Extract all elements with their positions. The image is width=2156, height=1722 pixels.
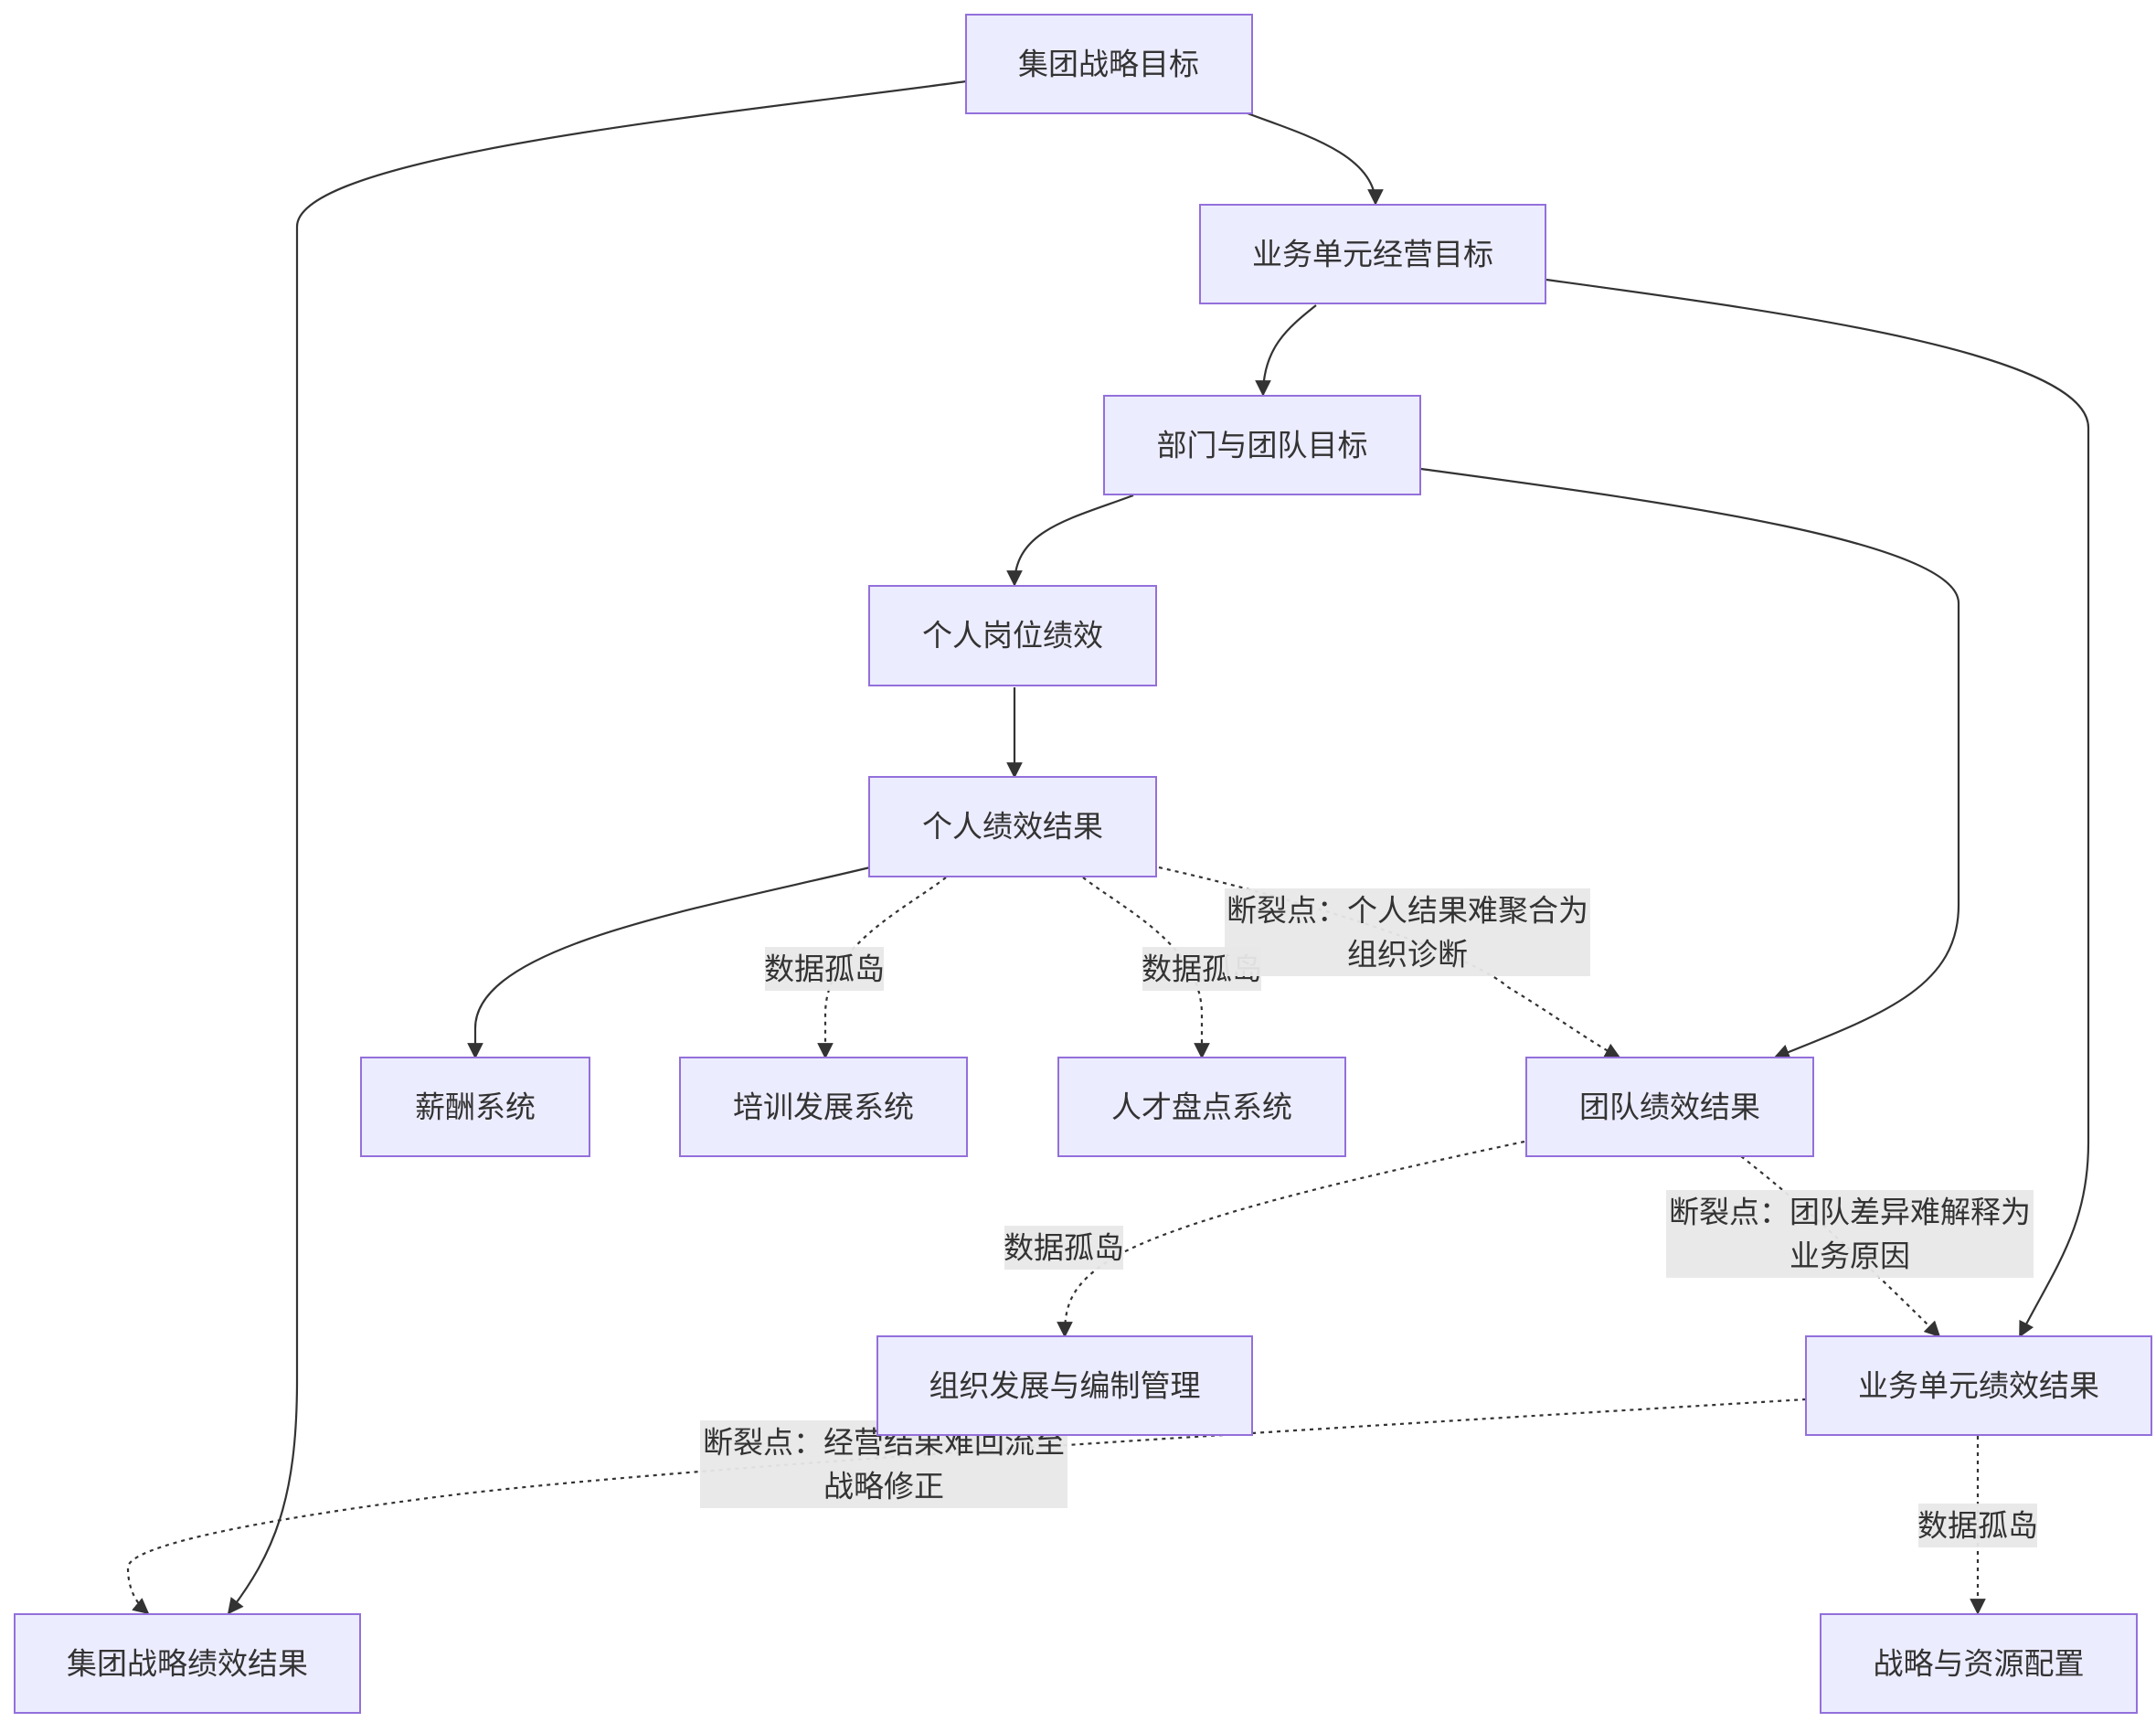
node-compensation-system[interactable]: 薪酬系统 <box>360 1057 590 1157</box>
node-group-strategy-performance-result[interactable]: 集团战略绩效结果 <box>14 1613 361 1714</box>
edge-e5 <box>1006 494 1134 587</box>
edge-label-e12: 数据孤岛 <box>1004 1226 1124 1270</box>
edge-e14 <box>126 1398 1807 1615</box>
edge-e6 <box>1420 467 1960 1060</box>
node-label: 个人岗位绩效 <box>922 618 1103 654</box>
node-bu-performance-result[interactable]: 业务单元绩效结果 <box>1805 1335 2152 1436</box>
node-individual-performance-result[interactable]: 个人绩效结果 <box>868 776 1157 877</box>
node-label: 团队绩效结果 <box>1579 1090 1760 1125</box>
node-label: 集团战略目标 <box>1018 47 1199 82</box>
node-strategy-resource-allocation[interactable]: 战略与资源配置 <box>1820 1613 2138 1714</box>
edge-label-e15: 数据孤岛 <box>1917 1504 2038 1547</box>
edge-e12 <box>1057 1140 1525 1338</box>
edge-e10 <box>1082 877 1210 1059</box>
node-training-development-system[interactable]: 培训发展系统 <box>679 1057 968 1157</box>
edge-label-text: 断裂点：个人结果难聚合为 <box>1227 893 1588 929</box>
node-label: 集团战略绩效结果 <box>67 1646 308 1682</box>
edge-label-text: 数据孤岛 <box>764 951 885 987</box>
node-label: 组织发展与编制管理 <box>929 1368 1201 1404</box>
node-talent-review-system[interactable]: 人才盘点系统 <box>1057 1057 1346 1157</box>
edge-label-e9: 数据孤岛 <box>764 947 885 991</box>
node-label: 业务单元经营目标 <box>1252 237 1493 272</box>
edge-e1 <box>1247 112 1384 206</box>
node-label: 战略与资源配置 <box>1874 1646 2085 1682</box>
edge-e2 <box>227 80 967 1615</box>
node-label: 人才盘点系统 <box>1111 1090 1292 1125</box>
edges <box>126 80 2090 1615</box>
node-label: 薪酬系统 <box>415 1090 536 1125</box>
edge-label-text: 数据孤岛 <box>1917 1508 2038 1544</box>
edge-label-text: 组织诊断 <box>1347 937 1468 973</box>
edge-e3 <box>1255 304 1317 397</box>
node-individual-position-performance[interactable]: 个人岗位绩效 <box>868 585 1157 686</box>
edge-label-e13: 断裂点：团队差异难解释为 业务原因 <box>1666 1190 2034 1278</box>
node-label: 部门与团队目标 <box>1157 428 1368 463</box>
node-group-strategy-goal[interactable]: 集团战略目标 <box>965 14 1253 114</box>
node-label: 业务单元绩效结果 <box>1858 1368 2099 1404</box>
edge-label-text: 数据孤岛 <box>1004 1230 1124 1266</box>
nodes: 集团战略目标 业务单元经营目标 部门与团队目标 个人岗位绩效 个人绩效结果 薪酬… <box>14 14 2152 1714</box>
node-label: 培训发展系统 <box>733 1090 914 1125</box>
edge-e4 <box>1545 278 2090 1338</box>
edge-label-text: 战略修正 <box>823 1469 944 1504</box>
edge-e9 <box>817 877 947 1059</box>
edge-labels: 数据孤岛 数据孤岛 断裂点：个人结果难聚合为 组织诊断 数据孤岛 断裂点：团队差… <box>700 888 2038 1547</box>
node-team-performance-result[interactable]: 团队绩效结果 <box>1525 1057 1814 1157</box>
node-org-development-staffing[interactable]: 组织发展与编制管理 <box>876 1335 1253 1436</box>
node-dept-team-goal[interactable]: 部门与团队目标 <box>1103 395 1421 495</box>
node-label: 个人绩效结果 <box>922 809 1103 845</box>
node-bu-business-goal[interactable]: 业务单元经营目标 <box>1199 204 1546 304</box>
edge-label-text: 断裂点：团队差异难解释为 <box>1669 1195 2031 1230</box>
edge-label-e11: 断裂点：个人结果难聚合为 组织诊断 <box>1225 888 1590 976</box>
edge-e8 <box>467 866 871 1059</box>
edge-label-text: 业务原因 <box>1790 1238 1910 1274</box>
